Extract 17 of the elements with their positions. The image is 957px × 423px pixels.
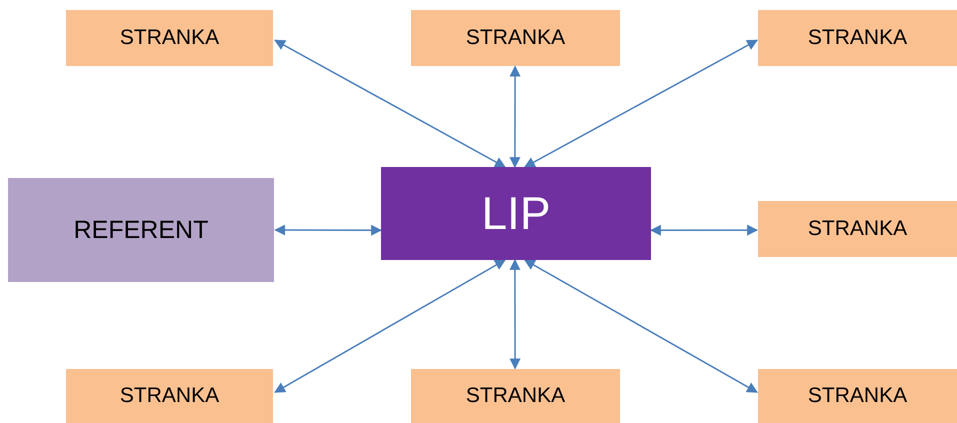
double-arrow bbox=[524, 40, 758, 168]
double-arrow bbox=[509, 258, 521, 370]
hub-box: LIP bbox=[381, 167, 651, 260]
entity-box: STRANKA bbox=[411, 10, 620, 66]
entity-box: REFERENT bbox=[8, 178, 274, 282]
entity-box: STRANKA bbox=[66, 10, 273, 66]
entity-box: STRANKA bbox=[758, 369, 957, 423]
entity-box: STRANKA bbox=[758, 10, 957, 66]
double-arrow bbox=[524, 259, 758, 393]
double-arrow bbox=[274, 40, 506, 168]
double-arrow bbox=[274, 224, 382, 236]
entity-box: STRANKA bbox=[758, 201, 957, 257]
double-arrow bbox=[509, 65, 521, 168]
double-arrow bbox=[650, 224, 758, 236]
double-arrow bbox=[274, 259, 506, 393]
entity-box: STRANKA bbox=[66, 369, 273, 423]
entity-box: STRANKA bbox=[411, 369, 620, 423]
